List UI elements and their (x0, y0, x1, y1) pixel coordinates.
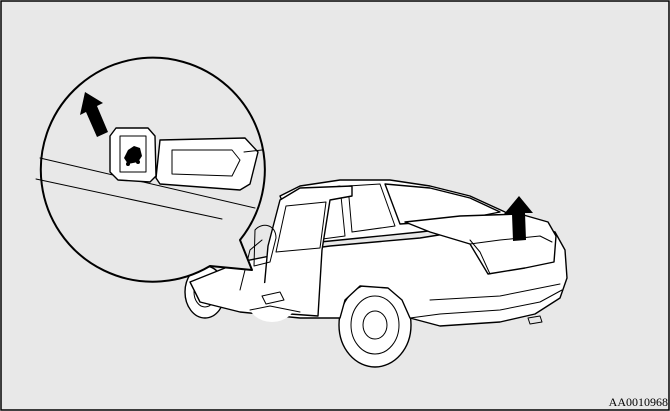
lever-base (155, 137, 259, 191)
car-pictogram-icon (124, 146, 142, 164)
floor-lever (261, 291, 285, 305)
up-arrow-icon (504, 196, 533, 241)
open-driver-door (261, 185, 353, 317)
rear-wheel-rim (350, 295, 400, 355)
figure-code: AA0010968 (608, 395, 668, 409)
lever-location-highlight (248, 282, 296, 322)
callout-detail (35, 92, 263, 220)
lift-arrow-icon (80, 92, 108, 137)
